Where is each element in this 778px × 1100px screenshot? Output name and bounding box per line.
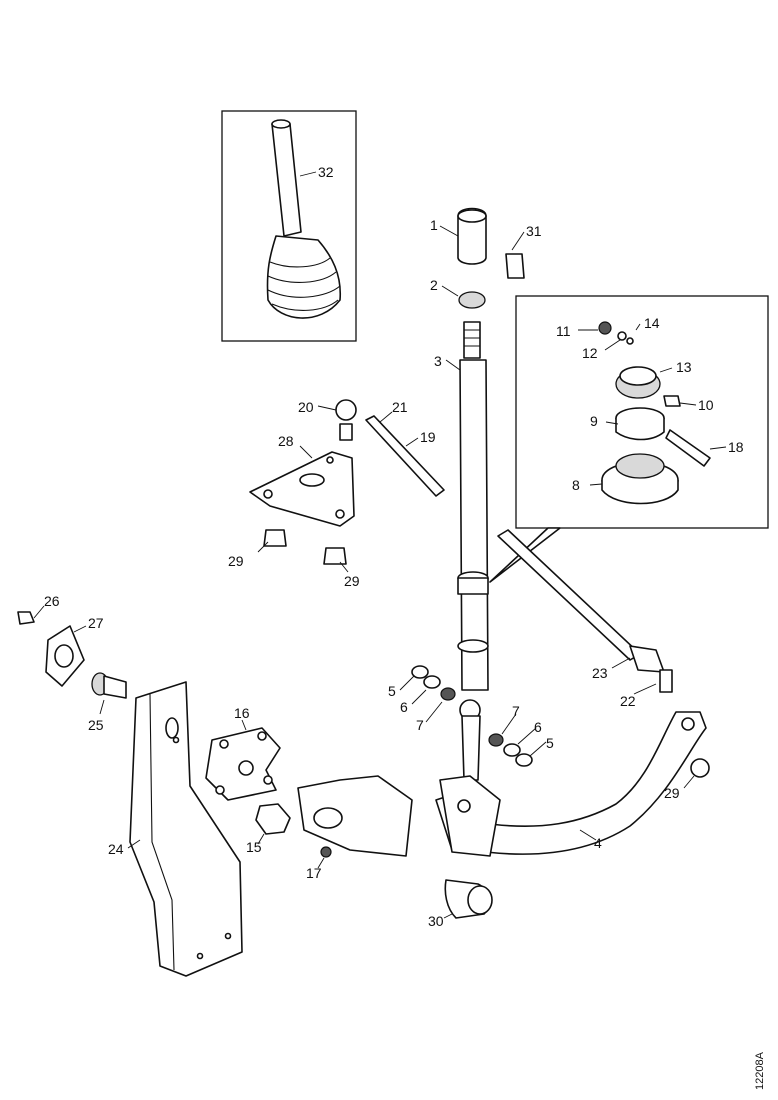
- callout-9: 9: [590, 413, 598, 429]
- callout-7-left: 7: [416, 717, 424, 733]
- bolt-plate-bushing: [17, 605, 127, 715]
- callout-5-left: 5: [388, 683, 396, 699]
- callout-21: 21: [392, 399, 408, 415]
- selector-rod-19: [317, 399, 445, 497]
- callout-13: 13: [676, 359, 692, 375]
- gear-lever-arm-4: [435, 711, 710, 855]
- callout-20-top: 20: [298, 399, 314, 415]
- callout-26: 26: [44, 593, 60, 609]
- callout-29-left: 29: [228, 553, 244, 569]
- callout-14: 14: [644, 315, 660, 331]
- callout-4: 4: [594, 835, 602, 851]
- callout-18: 18: [728, 439, 744, 455]
- callout-6-right: 6: [534, 719, 542, 735]
- callout-7-right: 7: [512, 703, 520, 719]
- callout-22: 22: [620, 693, 636, 709]
- callout-17: 17: [306, 865, 322, 881]
- callout-32: 32: [318, 164, 334, 180]
- callout-31: 31: [526, 223, 542, 239]
- inset-lever-boot: [221, 110, 357, 342]
- mounting-plate-16: [205, 719, 291, 845]
- callout-11: 11: [556, 323, 571, 339]
- linkage-rod-22-23: [497, 529, 673, 695]
- callout-24: 24: [108, 841, 124, 857]
- callout-19: 19: [420, 429, 436, 445]
- callout-8: 8: [572, 477, 580, 493]
- pivot-housing: [297, 775, 501, 919]
- callout-3: 3: [434, 353, 442, 369]
- callout-labels: 32 1 31 2 3 20 21 19 28 29 29 11 14 12 1…: [44, 164, 744, 929]
- callout-25: 25: [88, 717, 104, 733]
- callout-2: 2: [430, 277, 438, 293]
- callout-15: 15: [246, 839, 262, 855]
- shift-knob-assembly: [439, 207, 525, 359]
- callout-29-right: 29: [664, 785, 680, 801]
- callout-27: 27: [88, 615, 104, 631]
- callout-16: 16: [234, 705, 250, 721]
- inset-bearing-detail: [515, 295, 769, 529]
- callout-29-mid: 29: [344, 573, 360, 589]
- mounting-bracket-28: [249, 445, 355, 573]
- shift-rod: [445, 359, 489, 781]
- callout-5-right: 5: [546, 735, 554, 751]
- callout-12: 12: [582, 345, 598, 361]
- support-bracket-24: [127, 681, 243, 977]
- washer-set-right: [488, 713, 547, 767]
- callout-28: 28: [278, 433, 294, 449]
- washer-set-left: [399, 665, 456, 723]
- callout-10: 10: [698, 397, 714, 413]
- callout-1: 1: [430, 217, 438, 233]
- callout-30: 30: [428, 913, 444, 929]
- figure-reference-code: 12208A: [754, 1051, 766, 1090]
- callout-23: 23: [592, 665, 608, 681]
- callout-6-left: 6: [400, 699, 408, 715]
